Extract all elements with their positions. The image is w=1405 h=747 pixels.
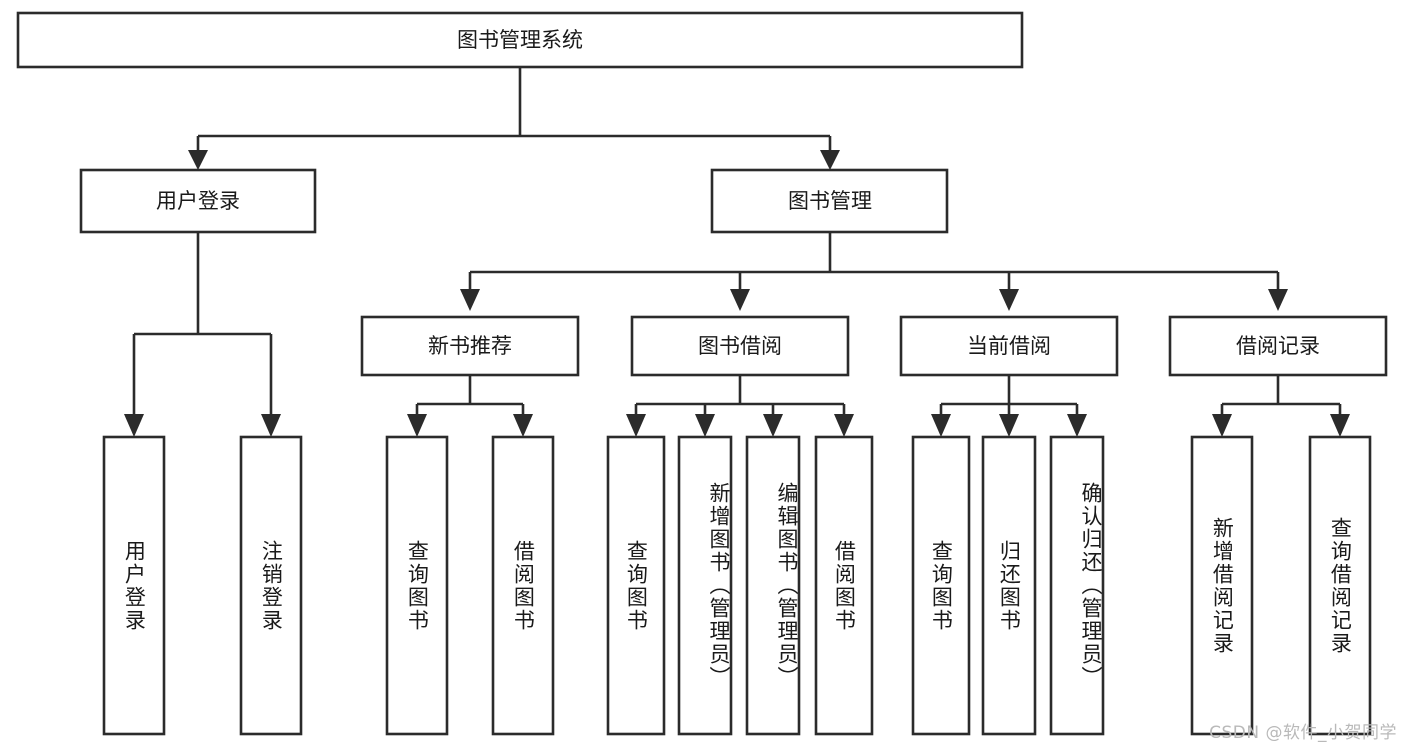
node-new-book-recommend-label: 新书推荐	[428, 334, 512, 358]
leaf-group-book-borrow	[606, 435, 874, 736]
arrow-head-book-borrow	[730, 289, 750, 311]
connector-group-borrow-record	[1212, 375, 1350, 437]
arrow-head-leaf-br-2	[1330, 414, 1350, 437]
node-new-book-recommend-box[interactable]	[360, 315, 580, 377]
node-root-label: 图书管理系统	[457, 28, 583, 52]
connector-group-root	[188, 67, 840, 170]
arrow-head-leaf-cb-1	[931, 414, 951, 437]
leaf-box-user-login[interactable]	[102, 435, 166, 736]
node-book-borrow-label: 图书借阅	[698, 334, 782, 358]
arrow-head-current-borrow	[999, 289, 1019, 311]
node-user-login-box[interactable]	[79, 168, 317, 234]
leaf-box-bb-borrow-book[interactable]	[814, 435, 874, 736]
leaf-group-new-book-recommend	[385, 435, 555, 736]
connector-group-book-borrow	[626, 375, 854, 437]
arrow-head-new-book	[460, 289, 480, 311]
node-borrow-record[interactable]: 借阅记录	[1168, 315, 1388, 377]
arrow-head-leaf-bb-3	[763, 414, 783, 437]
node-current-borrow[interactable]: 当前借阅	[899, 315, 1119, 377]
node-book-management-label: 图书管理	[788, 189, 872, 213]
node-borrow-record-box[interactable]	[1168, 315, 1388, 377]
node-root[interactable]: 图书管理系统	[16, 11, 1024, 69]
arrow-head-leaf-bb-4	[834, 414, 854, 437]
arrow-head-leaf-nb-1	[407, 414, 427, 437]
arrow-head-leaf-cb-3	[1067, 414, 1087, 437]
leaf-box-cb-return-book[interactable]	[981, 435, 1037, 736]
arrow-head-user-login	[188, 150, 208, 170]
node-book-management[interactable]: 图书管理	[710, 168, 949, 234]
node-book-borrow-box[interactable]	[630, 315, 850, 377]
arrow-head-book-mgmt	[820, 150, 840, 170]
connector-group-book-mgmt	[460, 232, 1288, 311]
arrow-head-leaf-bb-2	[695, 414, 715, 437]
arrow-head-leaf-bb-1	[626, 414, 646, 437]
leaf-group-user-login	[102, 435, 303, 736]
leaf-box-cb-confirm-return[interactable]	[1049, 435, 1105, 736]
leaf-box-cb-query-book[interactable]	[911, 435, 971, 736]
leaf-box-bb-edit-book[interactable]	[745, 435, 801, 736]
arrow-head-leaf-ul-2	[261, 414, 281, 437]
leaf-box-logout[interactable]	[239, 435, 303, 736]
node-user-login[interactable]: 用户登录	[79, 168, 317, 234]
arrow-head-leaf-cb-2	[999, 414, 1019, 437]
connector-group-current-borrow	[931, 375, 1087, 437]
node-user-login-label: 用户登录	[156, 189, 240, 213]
leaf-box-bb-query-book[interactable]	[606, 435, 666, 736]
node-root-box[interactable]	[16, 11, 1024, 69]
watermark-text: CSDN @软件_小贺同学	[1209, 723, 1397, 743]
node-current-borrow-label: 当前借阅	[967, 334, 1051, 358]
leaf-box-br-query-record[interactable]	[1308, 435, 1372, 736]
leaf-box-br-add-record[interactable]	[1190, 435, 1254, 736]
node-new-book-recommend[interactable]: 新书推荐	[360, 315, 580, 377]
leaf-box-bb-add-book[interactable]	[677, 435, 733, 736]
arrow-head-leaf-ul-1	[124, 414, 144, 437]
arrow-head-leaf-br-1	[1212, 414, 1232, 437]
leaf-box-nb-query-book[interactable]	[385, 435, 449, 736]
leaf-box-nb-borrow-book[interactable]	[491, 435, 555, 736]
arrow-head-borrow-record	[1268, 289, 1288, 311]
connector-group-new-book	[407, 375, 533, 437]
node-book-borrow[interactable]: 图书借阅	[630, 315, 850, 377]
leaf-group-borrow-record	[1190, 435, 1372, 736]
node-borrow-record-label: 借阅记录	[1236, 334, 1320, 358]
arrow-head-leaf-nb-2	[513, 414, 533, 437]
node-book-management-box[interactable]	[710, 168, 949, 234]
node-current-borrow-box[interactable]	[899, 315, 1119, 377]
connector-group-user-login	[124, 232, 281, 437]
leaf-group-current-borrow	[911, 435, 1105, 736]
